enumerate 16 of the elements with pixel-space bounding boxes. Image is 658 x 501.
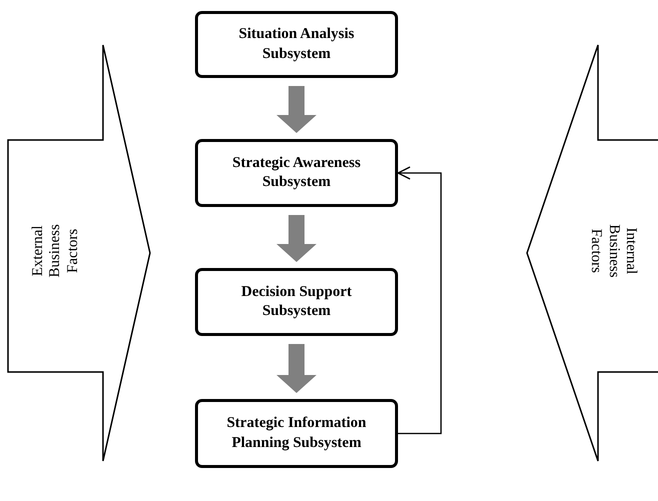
node-label: Decision Support Subsystem (240, 282, 353, 321)
feedback-arrow (397, 166, 442, 434)
node-label: Strategic Awareness Subsystem (231, 154, 362, 192)
block-arrow (276, 215, 316, 262)
process-box (195, 268, 398, 336)
process-box (195, 399, 398, 468)
block-arrow (6, 44, 152, 462)
node-label: External Business Factors (30, 223, 82, 280)
process-box (195, 11, 398, 78)
process-box (195, 139, 398, 207)
block-arrow (526, 44, 658, 462)
block-arrow (276, 86, 316, 133)
node-label: Internal Business Factors (587, 223, 639, 280)
node-label: Strategic Information Planning Subsystem (226, 414, 368, 452)
node-label: Situation Analysis Subsystem (238, 25, 356, 64)
block-arrow (276, 344, 316, 393)
